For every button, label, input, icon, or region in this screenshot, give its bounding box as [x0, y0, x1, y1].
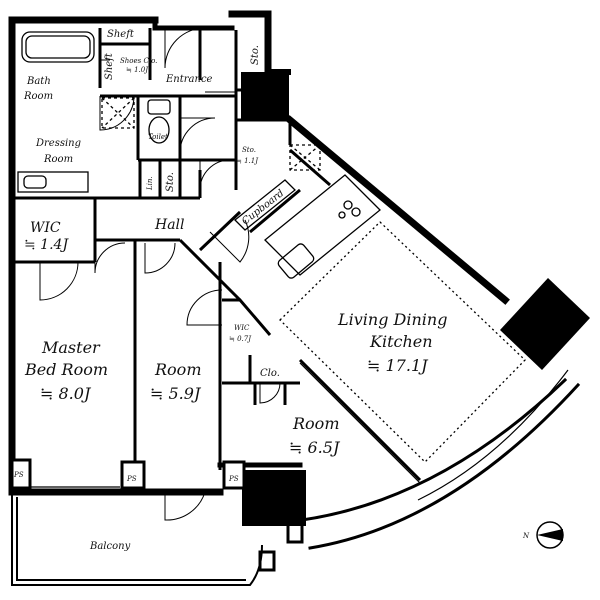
pipe-spaces	[10, 458, 246, 490]
windows	[30, 362, 569, 501]
label-entrance: Entrance	[165, 74, 213, 85]
compass-icon: N	[522, 521, 564, 549]
label-shoes-closet: Shoes Clo.	[120, 57, 157, 65]
label-closet: Clo.	[260, 368, 280, 379]
label-ldk-line1: Living Dining	[337, 310, 447, 329]
label-storage-small: Sto.	[165, 172, 176, 192]
label-dressing-line2: Room	[43, 154, 73, 165]
label-storage-hall-size: ≒ 1.1J	[236, 157, 259, 165]
label-balcony: Balcony	[89, 541, 131, 552]
label-master-line2: Bed Room	[24, 360, 108, 379]
label-storage-top-right: Sto.	[250, 45, 261, 65]
label-hall: Hall	[154, 217, 185, 233]
label-dressing-line1: Dressing	[35, 138, 81, 149]
label-master-size: ≒ 8.0J	[40, 384, 92, 403]
label-shoes-closet-size: ≒ 1.0J	[126, 66, 149, 74]
label-bath-line1: Bath	[26, 76, 51, 87]
interior-walls	[12, 28, 422, 482]
label-ps-3: PS	[228, 475, 239, 483]
label-ps-2: PS	[126, 475, 137, 483]
fixtures	[17, 31, 526, 463]
label-room-right-size: ≒ 6.5J	[289, 438, 341, 457]
label-shelf-side: Sheft	[104, 52, 115, 80]
balcony-railing	[11, 492, 304, 586]
outer-walls	[8, 10, 581, 550]
label-wic-main-size: ≒ 1.4J	[24, 237, 69, 253]
compass-n-label: N	[522, 532, 530, 540]
label-bath-line2: Room	[23, 91, 53, 102]
label-room-mid-size: ≒ 5.9J	[150, 384, 202, 403]
doors	[39, 27, 281, 521]
label-toilet: Toilet	[148, 133, 168, 141]
label-master-line1: Master	[41, 338, 101, 357]
label-ldk-size: ≒ 17.1J	[367, 356, 429, 375]
structural-columns	[241, 72, 590, 526]
label-wic-main: WIC	[30, 220, 61, 236]
label-wic-small: WIC	[234, 324, 250, 332]
label-wic-small-size: ≒ 0.7J	[229, 335, 252, 343]
label-room-mid: Room	[154, 360, 201, 379]
label-linen: Lin.	[146, 176, 154, 191]
label-room-right: Room	[292, 414, 339, 433]
label-storage-hall: Sto.	[242, 146, 256, 154]
label-ps-1: PS	[13, 471, 24, 479]
label-ldk-line2: Kitchen	[369, 332, 433, 351]
label-shelf-top: Sheft	[107, 29, 135, 40]
